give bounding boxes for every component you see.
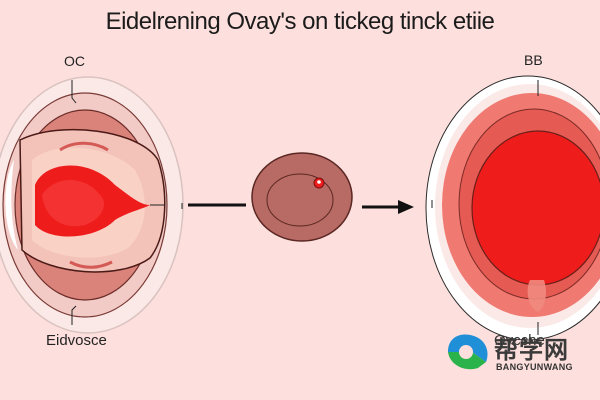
label-bb: BB — [524, 52, 543, 68]
middle-oval — [251, 152, 353, 242]
arrow-right — [362, 200, 414, 214]
watermark-subtext: BANGYUNWANG — [496, 362, 573, 372]
label-bottom-right: Ovcche — [494, 332, 545, 349]
right-ovary — [425, 75, 600, 341]
watermark-logo-icon — [448, 334, 488, 370]
label-oc: OC — [64, 53, 85, 69]
label-bottom-left: Eidvosce — [46, 332, 107, 349]
watermark: 帮学网 BANGYUNWANG — [446, 330, 596, 374]
diagram-title: Eidelrening Ovay's on tickeg tinck etiie — [105, 8, 495, 35]
watermark-text: 帮学网 — [494, 337, 569, 364]
left-ovary — [0, 76, 184, 334]
